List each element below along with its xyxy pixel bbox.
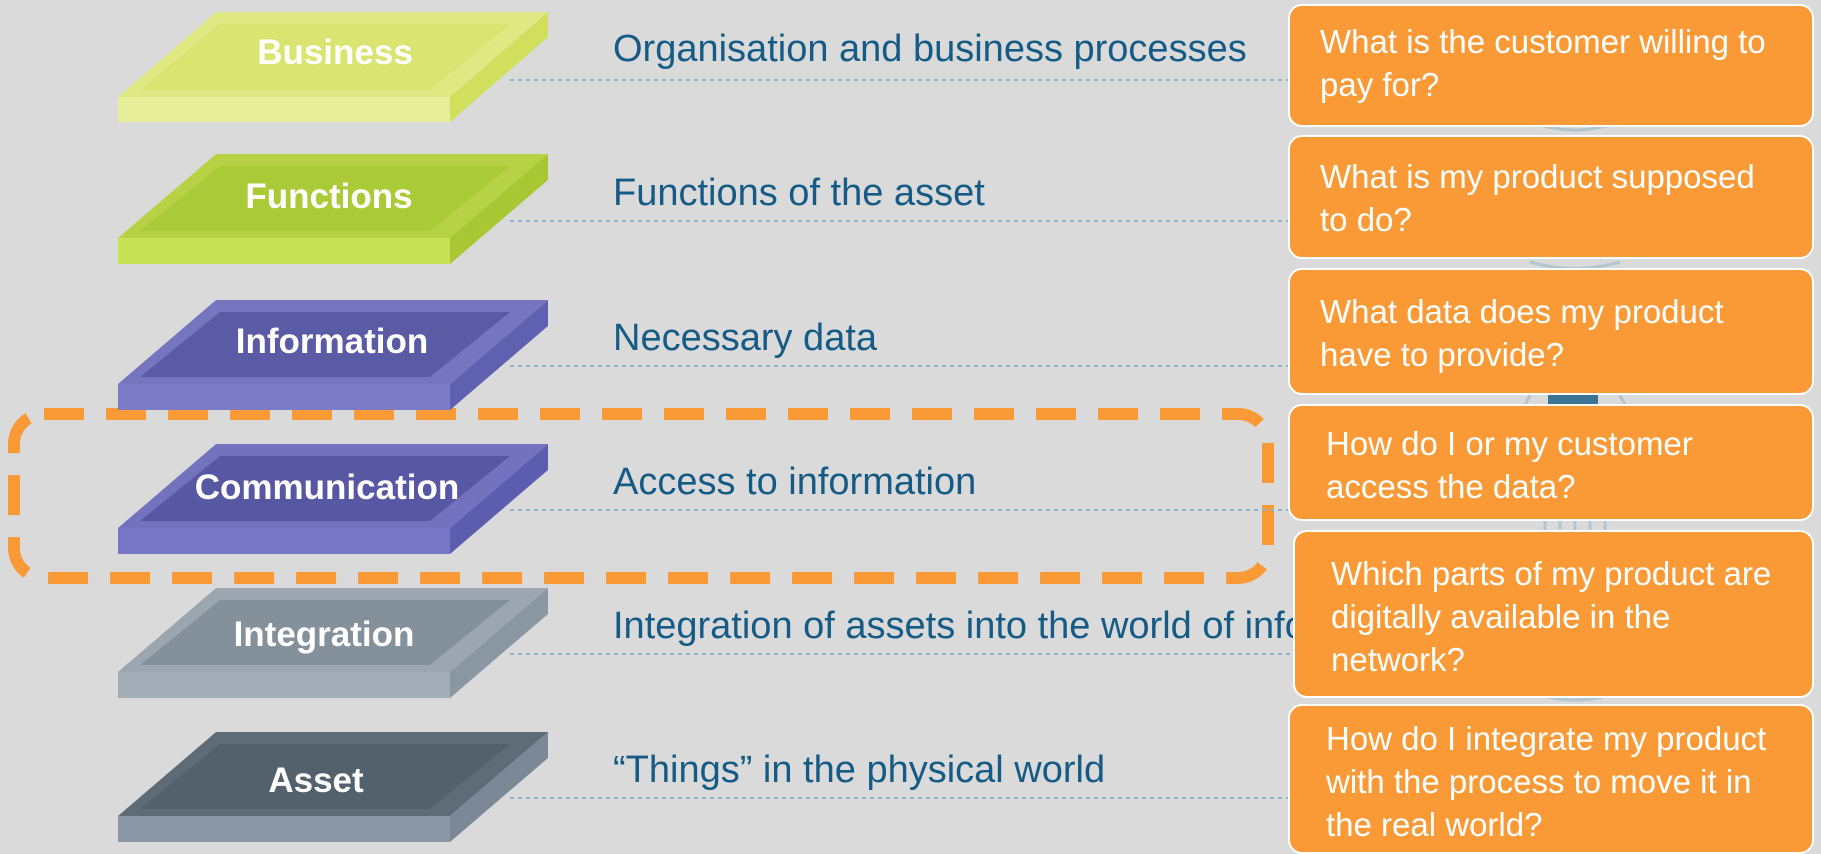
question-box-communication: How do I or my customer access the data? bbox=[1288, 404, 1814, 521]
layer-description-information: Necessary data bbox=[613, 317, 878, 359]
layer-slab-business bbox=[118, 12, 548, 122]
layer-label-integration: Integration bbox=[233, 615, 415, 654]
layer-label-functions: Functions bbox=[245, 177, 413, 216]
layer-description-asset: “Things” in the physical world bbox=[613, 749, 1106, 791]
highlight-frame bbox=[8, 408, 1274, 584]
layer-description-communication: Access to information bbox=[613, 461, 977, 503]
layer-slab-integration bbox=[118, 588, 548, 698]
question-box-integration: Which parts of my product are digitally … bbox=[1293, 530, 1814, 698]
question-box-asset: How do I integrate my product with the p… bbox=[1288, 704, 1814, 854]
layer-slab-information bbox=[118, 300, 548, 410]
layer-slab-asset bbox=[118, 732, 548, 842]
layer-label-asset: Asset bbox=[268, 761, 364, 800]
question-box-information: What data does my product have to provid… bbox=[1288, 268, 1814, 395]
layer-label-business: Business bbox=[257, 33, 413, 72]
layer-description-business: Organisation and business processes bbox=[613, 28, 1247, 70]
layer-label-information: Information bbox=[235, 322, 429, 361]
layer-description-functions: Functions of the asset bbox=[613, 172, 985, 214]
question-box-functions: What is my product supposed to do? bbox=[1288, 135, 1814, 259]
layer-label-communication: Communication bbox=[194, 468, 460, 507]
connector-lines bbox=[510, 79, 1290, 799]
layer-slab-communication bbox=[118, 444, 548, 554]
layer-slab-functions bbox=[118, 154, 548, 264]
question-box-business: What is the customer willing to pay for? bbox=[1288, 4, 1814, 127]
